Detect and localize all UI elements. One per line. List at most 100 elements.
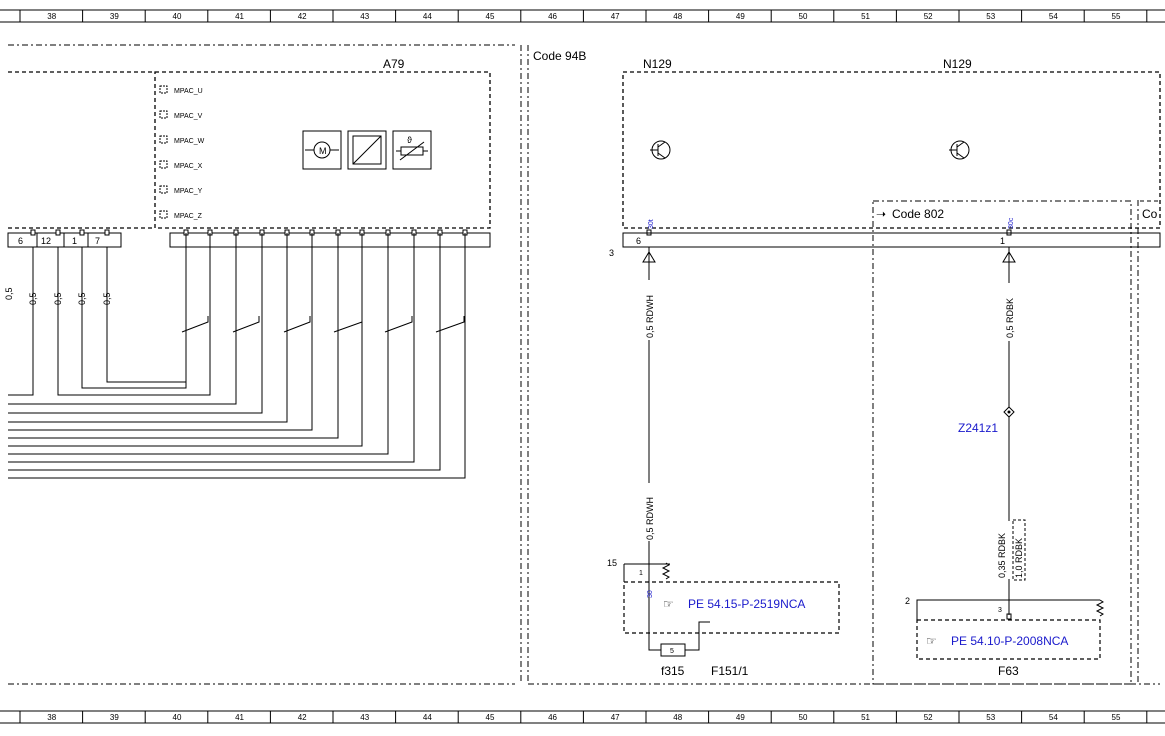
top-ruler-column-label: 45 (486, 12, 495, 21)
a79-component: A79 MPAC_U MPAC_V MPAC_W MPAC_X MPAC_Y (7, 57, 491, 248)
a79-pin-list: MPAC_U MPAC_V MPAC_W MPAC_X MPAC_Y MPAC_… (159, 85, 205, 220)
svg-text:MPAC_Y: MPAC_Y (174, 188, 203, 195)
top-ruler-column-label: 40 (173, 12, 182, 21)
svg-text:MPAC_X: MPAC_X (174, 163, 203, 170)
section-borders (8, 44, 1160, 685)
bottom-ruler-column-label: 42 (298, 713, 307, 722)
code-94b-label: Code 94B (533, 49, 586, 63)
f151-label: F151/1 (711, 664, 749, 678)
bottom-ruler-column-label: 49 (736, 713, 745, 722)
transistor-right-icon (949, 140, 970, 160)
top-ruler-column-label: 55 (1112, 12, 1121, 21)
n129-left-label: N129 (643, 57, 672, 71)
f151-ref: 15 (607, 558, 617, 568)
top-ruler-column-label: 46 (548, 12, 557, 21)
code-cut-label: Co (1142, 207, 1158, 221)
code-802-label: Code 802 (892, 207, 944, 221)
f151-pin: 1 (639, 570, 643, 577)
n129-left-pin-tag: 30t (648, 219, 655, 229)
f151-component: 15 1 30 ☞ PE 54.15-P-2519NCA 5 f315 F151… (607, 558, 840, 678)
bottom-ruler-column-label: 44 (423, 713, 432, 722)
svg-text:0,5: 0,5 (4, 287, 14, 300)
converter-symbol-icon (347, 130, 387, 170)
rdwh-wire: 0,5 RDWH 0,5 RDWH (642, 247, 656, 633)
svg-text:6: 6 (18, 236, 23, 246)
a79-pin-w: MPAC_W (159, 135, 205, 145)
a79-connector-strip: 6 12 1 7 (7, 232, 491, 248)
fuse-label: f315 (661, 664, 685, 678)
top-ruler-column-label: 50 (799, 12, 808, 21)
bottom-ruler-column-label: 39 (110, 713, 119, 722)
top-ruler-column-label: 51 (861, 12, 870, 21)
transistor-left-icon (650, 140, 671, 160)
svg-text:➝: ➝ (876, 207, 886, 221)
rdwh-top-label: 0,5 RDWH (645, 295, 655, 338)
a79-pin-x: MPAC_X (159, 160, 203, 170)
code-802-box: ➝ Code 802 Co (872, 200, 1160, 685)
n129-right-label: N129 (943, 57, 972, 71)
rdwh-bottom-label: 0,5 RDWH (645, 497, 655, 540)
n129-right-pin: 1 (1000, 236, 1005, 246)
bottom-ruler-column-label: 48 (673, 713, 682, 722)
rdbk-bottom-b-label: 1,0 RDBK (1014, 538, 1024, 578)
z241z1-label: Z241z1 (958, 421, 998, 435)
n129-left-pin: 6 (636, 236, 641, 246)
pointer-hand-icon: ☞ (926, 634, 937, 648)
svg-text:M: M (319, 146, 327, 156)
rdbk-bottom-a-label: 0,35 RDBK (997, 533, 1007, 578)
a79-pin-u: MPAC_U (159, 85, 203, 95)
pointer-hand-icon: ☞ (663, 597, 674, 611)
f63-reference-link[interactable]: ☞ PE 54.10-P-2008NCA (926, 634, 1068, 648)
top-ruler-column-label: 48 (673, 12, 682, 21)
bottom-ruler-column-label: 52 (924, 713, 933, 722)
top-ruler-column-label: 42 (298, 12, 307, 21)
n129-right-pin-tag: 30c (1008, 217, 1015, 229)
svg-text:0,5: 0,5 (77, 292, 87, 305)
bottom-ruler-column-label: 43 (360, 713, 369, 722)
a79-label: A79 (383, 57, 405, 71)
f151-reference-link[interactable]: ☞ PE 54.15-P-2519NCA (663, 597, 805, 611)
svg-text:7: 7 (95, 236, 100, 246)
top-ruler-column-label: 43 (360, 12, 369, 21)
bottom-ruler-column-label: 55 (1112, 713, 1121, 722)
n129-ref: 3 (609, 248, 614, 258)
bottom-ruler-column-label: 47 (611, 713, 620, 722)
f63-pin: 3 (998, 607, 1002, 614)
svg-text:12: 12 (41, 236, 51, 246)
bottom-ruler-column-label: 46 (548, 713, 557, 722)
bottom-ruler-column-label: 41 (235, 713, 244, 722)
svg-text:PE 54.10-P-2008NCA[interactable]: PE 54.10-P-2008NCA (951, 634, 1068, 648)
bottom-ruler-column-label: 54 (1049, 713, 1058, 722)
connector-terminal (55, 229, 61, 236)
connector-terminal (79, 229, 85, 236)
f63-ref: 2 (905, 596, 910, 606)
svg-text:MPAC_V: MPAC_V (174, 113, 203, 120)
top-ruler-column-label: 54 (1049, 12, 1058, 21)
bottom-ruler-column-label: 50 (799, 713, 808, 722)
top-ruler-column-label: 38 (47, 12, 56, 21)
svg-text:0,5: 0,5 (28, 292, 38, 305)
svg-text:MPAC_U: MPAC_U (174, 88, 203, 95)
connector-terminal (30, 229, 36, 236)
a79-pin-z: MPAC_Z (159, 210, 203, 220)
svg-text:PE 54.15-P-2519NCA[interactable]: PE 54.15-P-2519NCA (688, 597, 805, 611)
a79-pin-y: MPAC_Y (159, 185, 203, 195)
svg-text:0,5: 0,5 (102, 292, 112, 305)
top-ruler-column-label: 39 (110, 12, 119, 21)
fuse-value: 5 (670, 648, 674, 655)
top-ruler-column-label: 49 (736, 12, 745, 21)
svg-text:0,5: 0,5 (53, 292, 63, 305)
connector-terminal (104, 229, 110, 236)
top-ruler-column-label: 44 (423, 12, 432, 21)
bottom-ruler-column-label: 40 (173, 713, 182, 722)
svg-text:MPAC_W: MPAC_W (174, 138, 205, 145)
rdbk-wire: 0,5 RDBK Z241z1 0,35 RDBK 1,0 RDBK (958, 247, 1026, 615)
top-ruler-column-label: 47 (611, 12, 620, 21)
top-ruler-column-label: 53 (986, 12, 995, 21)
a79-wire-sizes: 0,5 0,5 0,5 0,5 0,5 (4, 287, 112, 305)
temperature-sensor-icon: ϑ (392, 130, 432, 170)
bottom-ruler-column-label: 38 (47, 713, 56, 722)
